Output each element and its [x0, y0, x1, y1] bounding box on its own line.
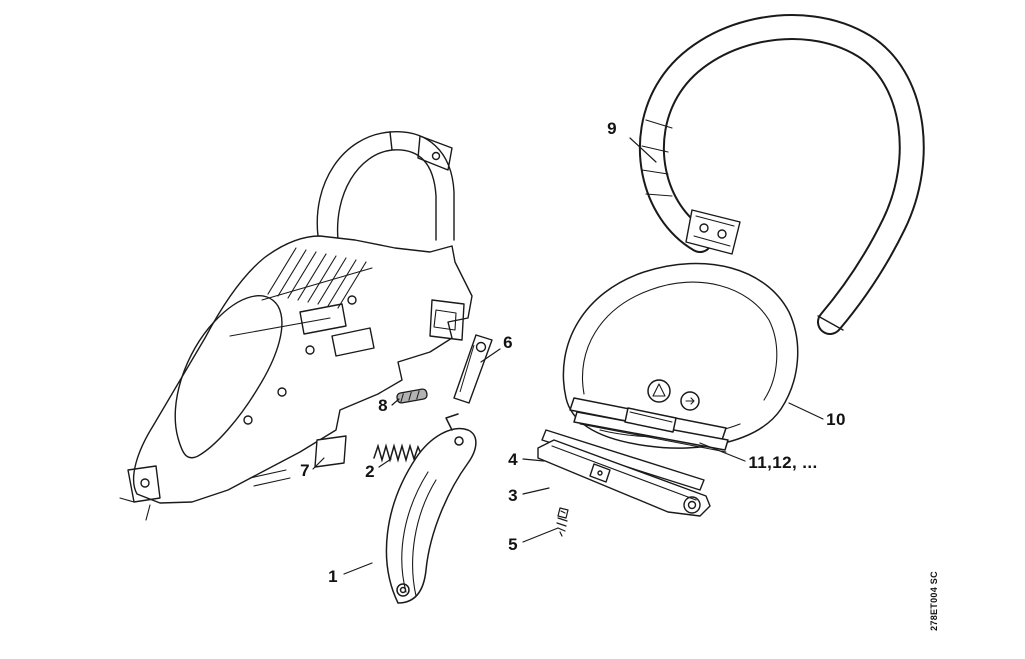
- part-2-spring-drawing: [373, 443, 423, 463]
- chainsaw-housing-drawing: [119, 131, 473, 521]
- part-label-2: 2: [365, 462, 375, 481]
- part-5-screw-drawing: [556, 507, 569, 537]
- part-label-7: 7: [300, 461, 310, 480]
- part-label-9: 9: [607, 119, 617, 138]
- leader-lines: [312, 137, 824, 575]
- part-6-strip-drawing: [453, 334, 493, 404]
- part-label-3: 3: [508, 486, 518, 505]
- part-1-lever-drawing: [385, 413, 477, 604]
- part-label-1: 1: [328, 567, 338, 586]
- part-label-4: 4: [508, 450, 518, 469]
- part-3-4-brake-assembly-drawing: [537, 429, 711, 517]
- part-label-5: 5: [508, 535, 518, 554]
- part-8-pin-drawing: [396, 388, 428, 404]
- part-10-hand-guard-drawing: [562, 262, 799, 453]
- part-9-handlebar-drawing: [638, 14, 925, 335]
- part-label-11-12: 11,12, ...: [748, 453, 818, 472]
- drawing-code: 278ET004 SC: [929, 571, 939, 631]
- part-label-10: 10: [826, 410, 846, 429]
- part-label-6: 6: [503, 333, 513, 352]
- part-label-8: 8: [378, 396, 388, 415]
